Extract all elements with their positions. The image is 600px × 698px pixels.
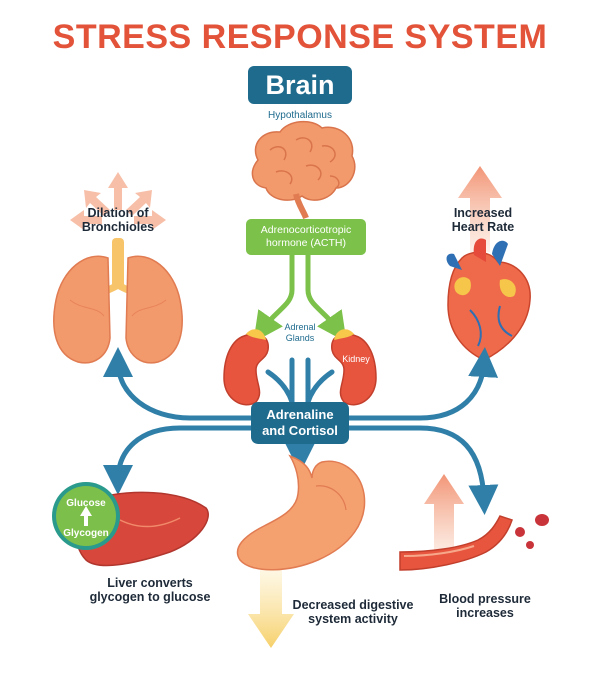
center-line2: and Cortisol [262, 423, 338, 438]
acth-pathways [253, 255, 347, 343]
hypothalamus-label: Hypothalamus [268, 110, 332, 121]
heart-line2: Heart Rate [451, 220, 515, 234]
adrenal-glands-label: Adrenal Glands [270, 322, 330, 344]
heart-illustration [446, 238, 531, 361]
center-line1: Adrenaline [266, 407, 334, 422]
heart-rate-up-arrow [458, 166, 502, 252]
blood-line2: increases [456, 606, 514, 620]
heart-label: Increased Heart Rate [428, 206, 538, 234]
stomach-label: Decreased digestive system activity [268, 598, 438, 626]
hormone-pathways [103, 347, 499, 515]
lungs-line2: Bronchioles [81, 220, 155, 234]
adrenal-line2: Glands [285, 333, 315, 343]
blood-vessel-illustration [399, 514, 549, 571]
acth-line2: hormone (ACTH) [266, 237, 346, 249]
stomach-line2: system activity [308, 612, 398, 626]
lungs-line1: Dilation of [87, 206, 149, 220]
acth-line1: Adrenocorticotropic [260, 224, 352, 236]
heart-line1: Increased [453, 206, 513, 220]
bronchiole-dilation-arrows [70, 172, 166, 230]
digestion-down-arrow [248, 560, 294, 648]
page-title: STRESS RESPONSE SYSTEM [52, 18, 548, 56]
liver-line2: glycogen to glucose [89, 590, 211, 604]
brain-label-box: Brain [248, 66, 352, 104]
stomach-illustration [236, 454, 366, 571]
acth-label-box: Adrenocorticotropic hormone (ACTH) [246, 219, 366, 255]
stomach-line1: Decreased digestive [292, 598, 414, 612]
brain-illustration [251, 120, 356, 220]
lungs-illustration [53, 238, 183, 364]
glycogen-label: Glycogen [63, 528, 109, 539]
blood-line1: Blood pressure [439, 592, 531, 606]
adrenal-line1: Adrenal [284, 322, 316, 332]
liver-label: Liver converts glycogen to glucose [70, 576, 230, 604]
liver-illustration [52, 482, 209, 567]
lungs-label: Dilation of Bronchioles [58, 206, 178, 234]
blood-pressure-label: Blood pressure increases [420, 592, 550, 620]
kidney-label: Kidney [342, 354, 370, 364]
glucose-label: Glucose [66, 498, 106, 509]
adrenaline-cortisol-box: Adrenaline and Cortisol [251, 402, 349, 444]
kidneys-illustration [223, 329, 377, 406]
liver-line1: Liver converts [107, 576, 193, 590]
blood-pressure-up-arrow [424, 474, 464, 560]
